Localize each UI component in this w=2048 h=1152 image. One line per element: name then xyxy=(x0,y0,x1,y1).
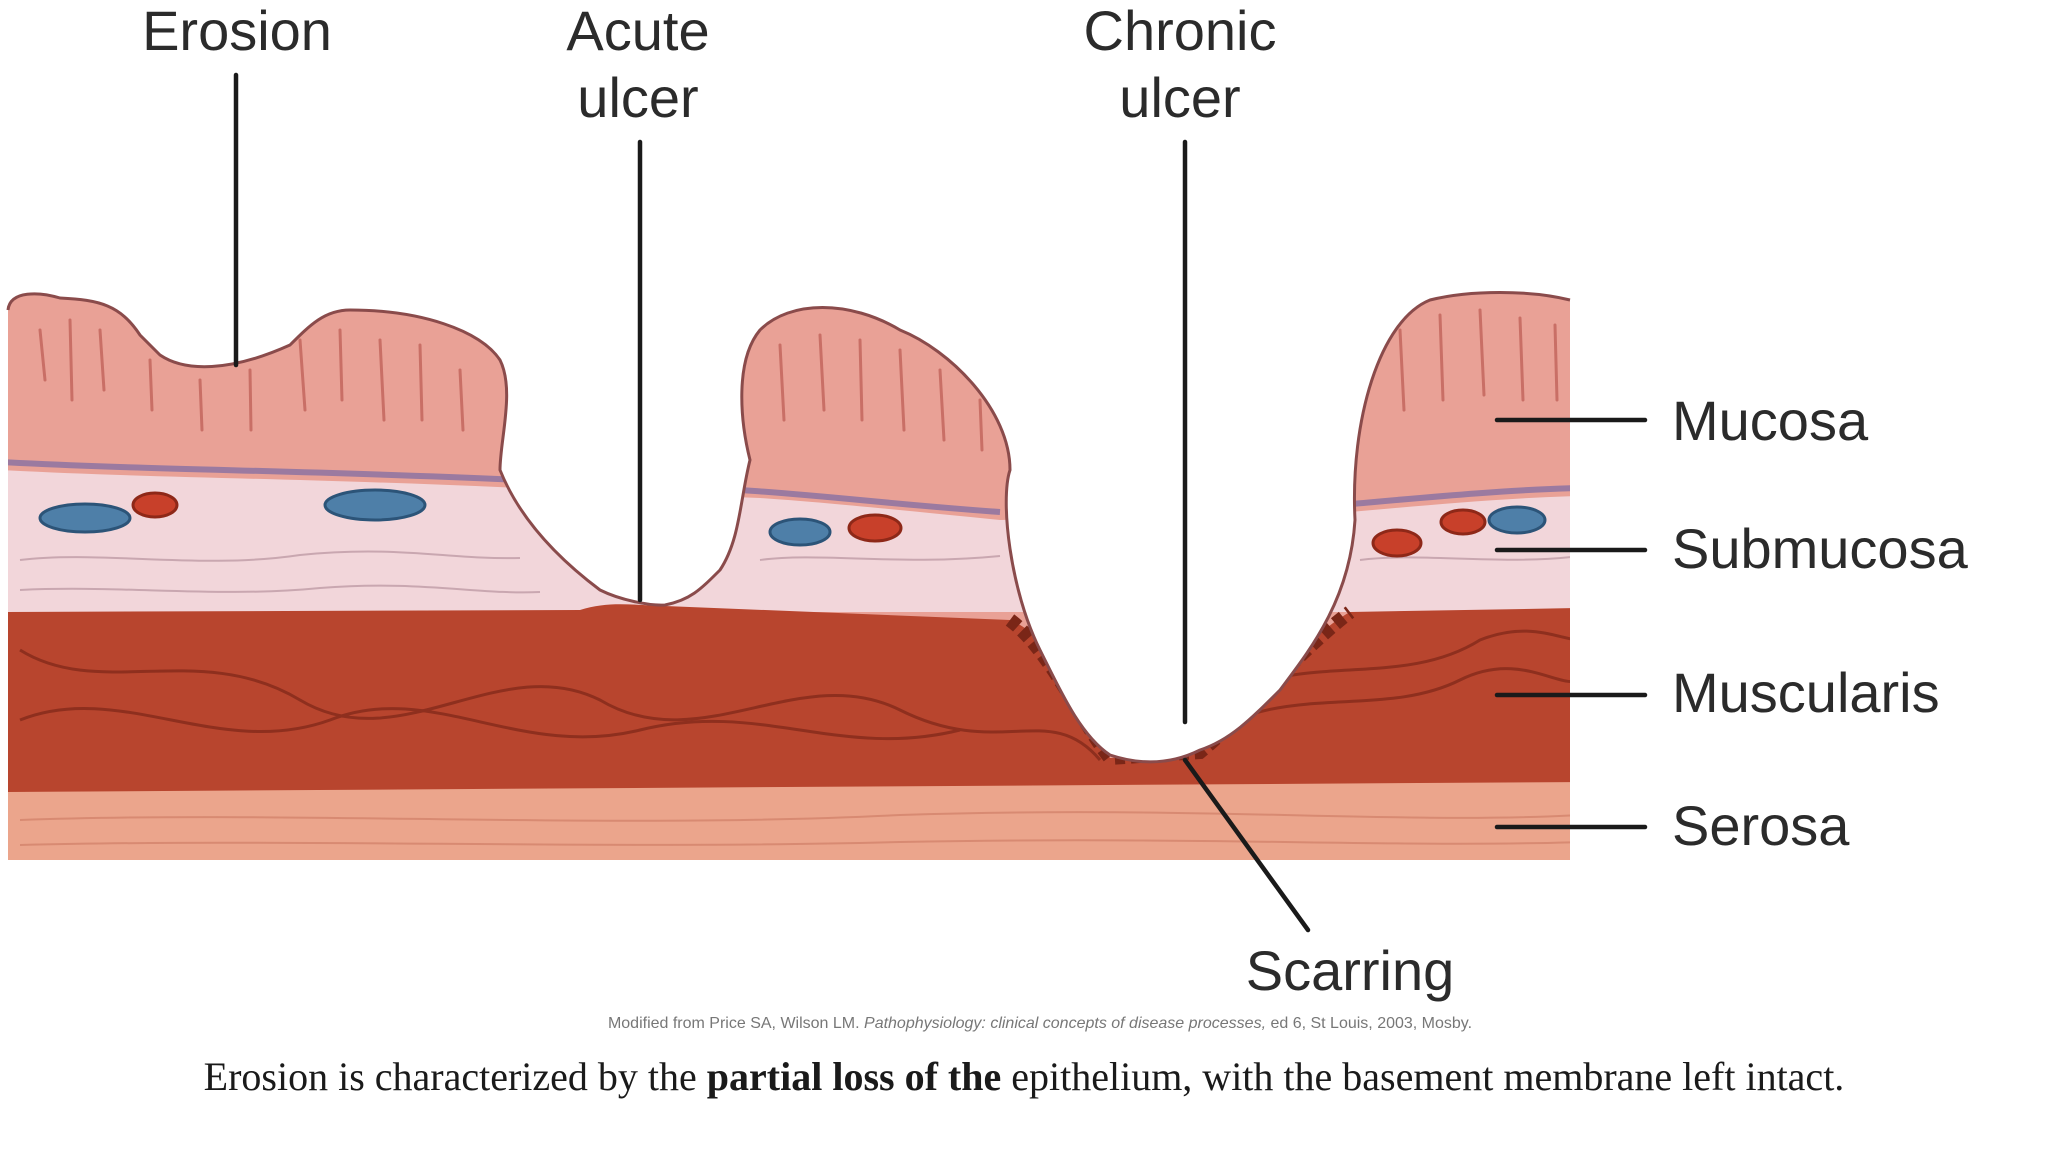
mucosa-label: Mucosa xyxy=(1672,389,1869,452)
muscularis-label: Muscularis xyxy=(1672,661,1940,724)
acute-ulcer-label: Acute xyxy=(566,0,709,62)
leader-lines xyxy=(233,72,1648,933)
mucosa-texture xyxy=(38,308,1559,452)
caption-bold: partial loss of the xyxy=(706,1054,1002,1099)
serosa-texture xyxy=(19,811,1570,846)
chronic-ulcer-label: Chronic xyxy=(1084,0,1277,62)
chronic-ulcer-label-line2: ulcer xyxy=(1119,66,1240,129)
serosa-layer xyxy=(8,782,1570,860)
credit-title: Pathophysiology: clinical concepts of di… xyxy=(864,1015,1266,1032)
vein-icon xyxy=(38,502,132,534)
vein-icon xyxy=(1487,505,1547,535)
basement-membrane xyxy=(8,459,1570,515)
scarring-label: Scarring xyxy=(1246,939,1455,1002)
acute-ulcer-label-line2: ulcer xyxy=(577,66,698,129)
serosa-label: Serosa xyxy=(1672,794,1850,857)
submucosa-texture xyxy=(19,550,1570,594)
vein-icon xyxy=(323,488,427,522)
caption: Erosion is characterized by the partial … xyxy=(0,1053,2048,1100)
scarring-leader xyxy=(1182,757,1311,933)
diagram-labels: Erosion Acute ulcer Chronic ulcer Mucosa… xyxy=(142,0,1969,1002)
artery-icon xyxy=(1439,508,1487,536)
tissue-outline xyxy=(6,291,1571,764)
caption-part2: epithelium, with the basement membrane l… xyxy=(1001,1054,1845,1099)
artery-icon xyxy=(131,491,179,519)
caption-part1: Erosion is characterized by the xyxy=(203,1054,707,1099)
submucosa-label: Submucosa xyxy=(1672,517,1969,580)
credit-suffix: ed 6, St Louis, 2003, Mosby. xyxy=(1266,1015,1472,1032)
muscularis-texture xyxy=(19,629,1570,761)
artery-icon xyxy=(1371,528,1423,558)
source-credit: Modified from Price SA, Wilson LM. Patho… xyxy=(608,1015,1472,1032)
muscularis-layer xyxy=(8,604,1570,792)
erosion-label: Erosion xyxy=(142,0,332,62)
credit-prefix: Modified from Price SA, Wilson LM. xyxy=(608,1015,864,1032)
blood-vessels xyxy=(38,488,1547,558)
vein-icon xyxy=(768,517,832,547)
artery-icon xyxy=(847,513,903,543)
